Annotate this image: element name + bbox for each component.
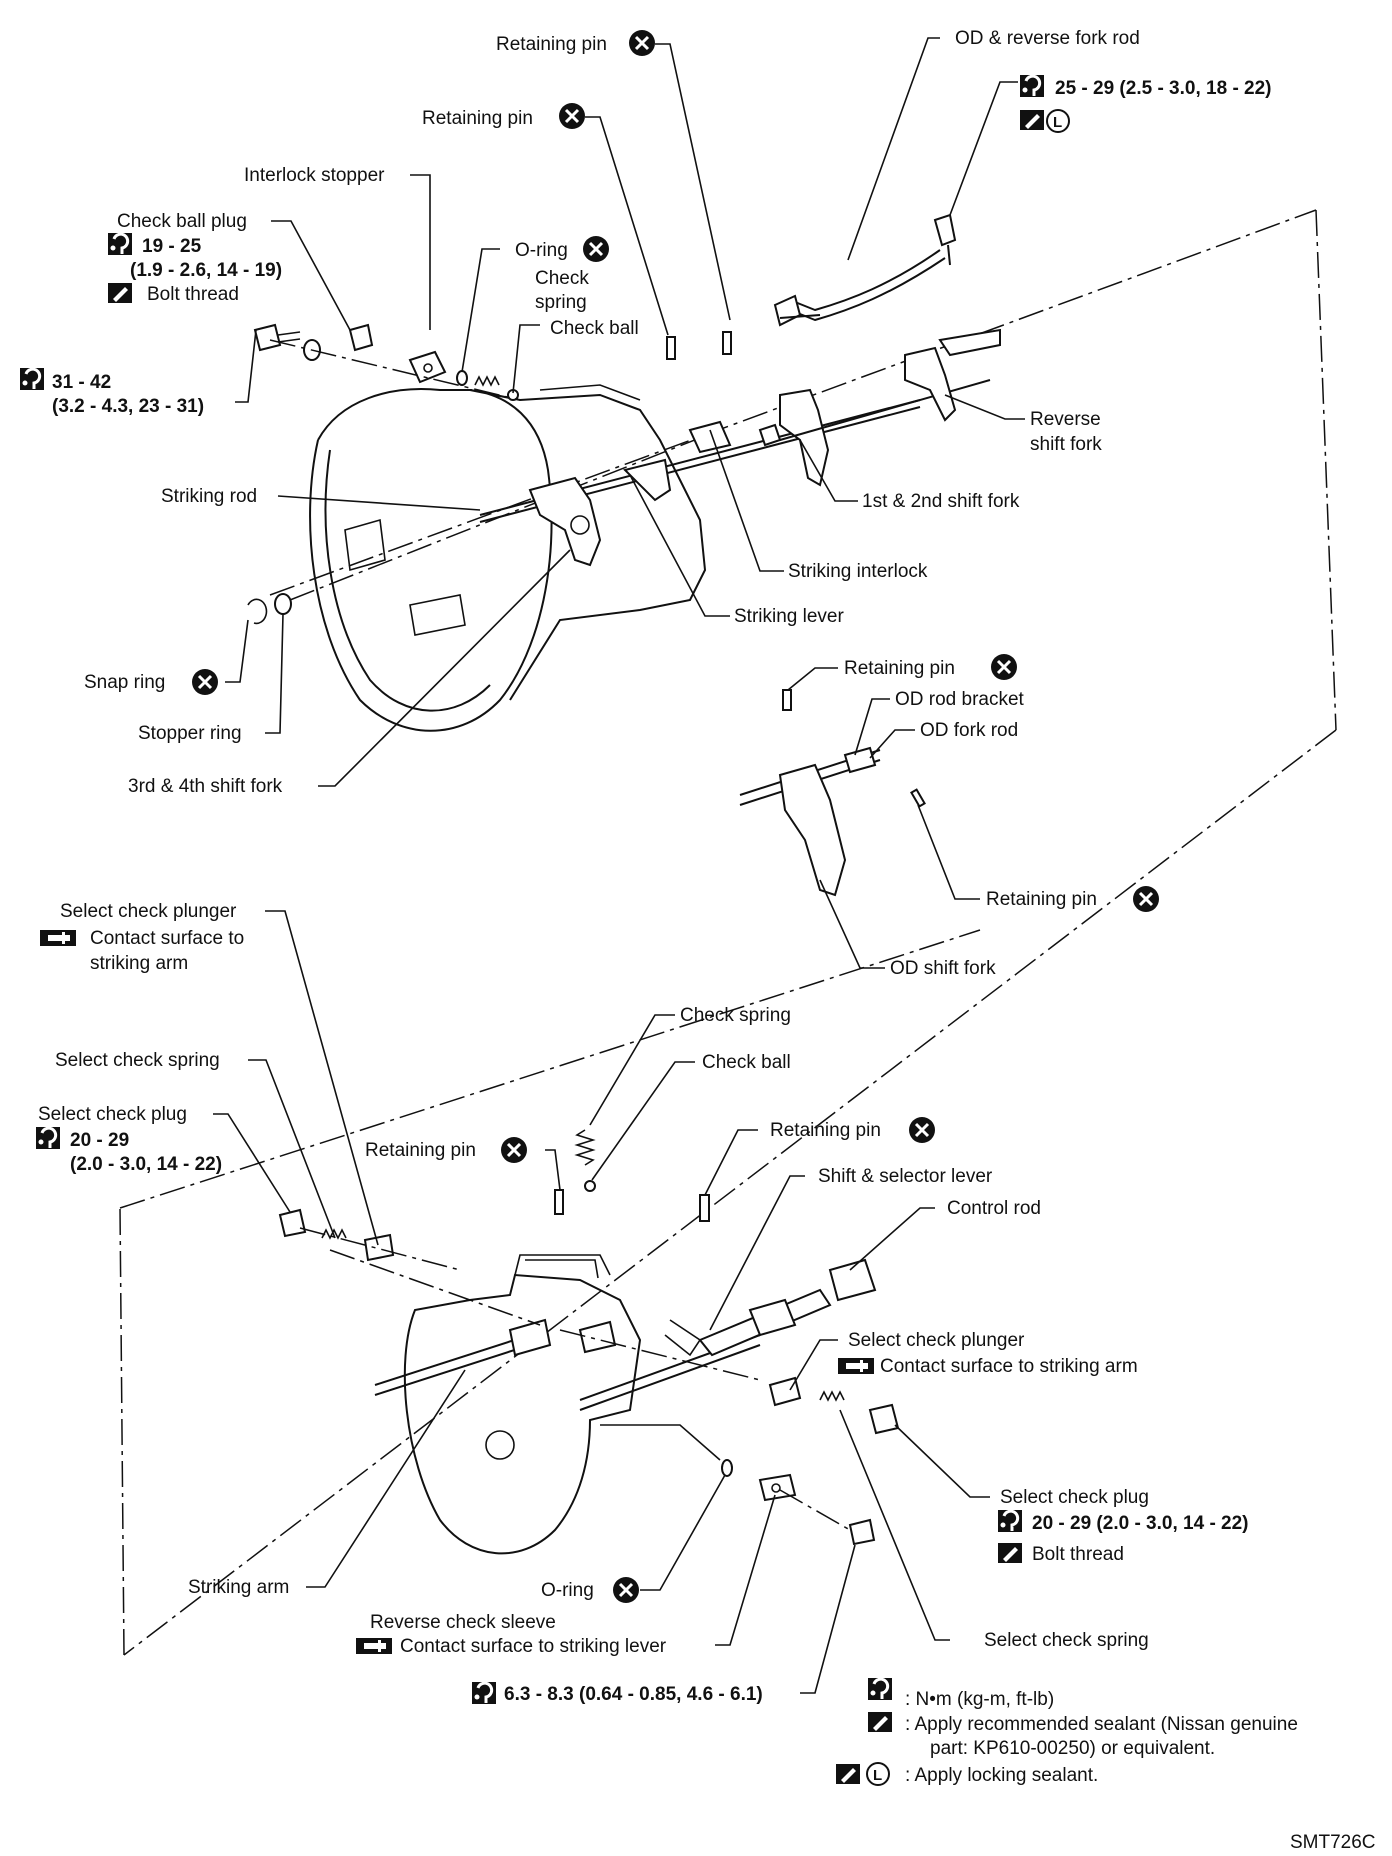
label-shift-selector-lever: Shift & selector lever: [818, 1166, 993, 1187]
label-torque-left2: (3.2 - 4.3, 23 - 31): [52, 396, 204, 417]
od-fork-group: [739, 689, 926, 897]
label-bolt-thread-right: Bolt thread: [1032, 1544, 1124, 1565]
label-striking-interlock: Striking interlock: [788, 561, 928, 582]
upper-shift-rods: [479, 213, 1001, 567]
label-reverse-check-sleeve: Reverse check sleeve: [370, 1612, 556, 1633]
replace-x-circle-icon: [190, 667, 220, 697]
label-reverse-shift-fork-1: Reverse: [1030, 409, 1101, 430]
control-rod-assembly: [664, 1194, 877, 1357]
label-select-plug-torque1: 20 - 29: [70, 1130, 129, 1151]
grease-apply-icon: [356, 1638, 392, 1654]
replace-x-circle-icon: [581, 234, 611, 264]
label-check-ball-top: Check ball: [550, 318, 639, 339]
sealant-tube-icon: [998, 1543, 1022, 1563]
sealant-tube-icon: [1020, 110, 1044, 130]
replace-x-circle-icon: [1131, 884, 1161, 914]
label-striking-rod: Striking rod: [161, 486, 257, 507]
label-select-check-plunger-right: Select check plunger: [848, 1330, 1025, 1351]
label-retaining-pin-mid2: Retaining pin: [986, 889, 1097, 910]
label-striking-lever: Striking lever: [734, 606, 844, 627]
torque-wrench-icon: [34, 1125, 62, 1151]
label-check-ball-plug-torque1: 19 - 25: [142, 236, 202, 257]
label-striking-arm: Striking arm: [188, 1577, 289, 1598]
legend-torque: : N•m (kg-m, ft-lb): [905, 1689, 1054, 1710]
label-oring-low: O-ring: [541, 1580, 594, 1601]
label-torque-bottom: 6.3 - 8.3 (0.64 - 0.85, 4.6 - 6.1): [504, 1684, 763, 1705]
label-torque-left1: 31 - 42: [52, 372, 111, 393]
label-first-second-fork: 1st & 2nd shift fork: [862, 491, 1020, 512]
label-select-plug-right-torque: 20 - 29 (2.0 - 3.0, 14 - 22): [1032, 1513, 1249, 1534]
torque-wrench-icon: [106, 231, 134, 257]
replace-x-circle-icon: [557, 101, 587, 131]
label-interlock-stopper: Interlock stopper: [244, 165, 385, 186]
label-select-plug-torque2: (2.0 - 3.0, 14 - 22): [70, 1154, 222, 1175]
label-check-ball-plug-torque2: (1.9 - 2.6, 14 - 19): [130, 260, 282, 281]
label-check-spring-top-1: Check: [535, 268, 589, 289]
label-retaining-pin-top2: Retaining pin: [422, 108, 533, 129]
label-torque-top: 25 - 29 (2.5 - 3.0, 18 - 22): [1055, 78, 1272, 99]
locking-sealant-L-icon: [866, 1762, 890, 1786]
legend-locking: : Apply locking sealant.: [905, 1765, 1098, 1786]
label-check-spring-top-2: spring: [535, 292, 587, 313]
part-labels: Retaining pin Retaining pin OD & reverse…: [18, 28, 1272, 1706]
label-retaining-pin-low1: Retaining pin: [365, 1140, 476, 1161]
label-select-check-spring-left: Select check spring: [55, 1050, 220, 1071]
label-stopper-ring: Stopper ring: [138, 723, 242, 744]
leader-lines: [213, 37, 1025, 1694]
label-contact-surface-arm-1: Contact surface to: [90, 928, 244, 949]
legend-sealant-1: : Apply recommended sealant (Nissan genu…: [905, 1714, 1298, 1735]
replace-x-circle-icon: [499, 1135, 529, 1165]
upper-transmission-case: [289, 384, 721, 732]
label-control-rod: Control rod: [947, 1198, 1041, 1219]
torque-wrench-icon: [866, 1676, 894, 1702]
label-third-fourth-fork: 3rd & 4th shift fork: [128, 776, 283, 797]
torque-wrench-icon: [18, 366, 46, 392]
label-retaining-pin-top1: Retaining pin: [496, 34, 607, 55]
replace-x-circle-icon: [907, 1115, 937, 1145]
replace-x-circle-icon: [989, 652, 1019, 682]
label-select-check-plug-left: Select check plug: [38, 1104, 187, 1125]
label-contact-surface-lever: Contact surface to striking lever: [400, 1636, 667, 1657]
upper-left-parts: [247, 323, 521, 625]
label-od-reverse-fork-rod: OD & reverse fork rod: [955, 28, 1140, 49]
locking-sealant-L-icon: [1046, 109, 1070, 133]
label-bolt-thread-top: Bolt thread: [147, 284, 239, 305]
lower-right-parts: [721, 1376, 900, 1546]
label-select-check-plunger-top: Select check plunger: [60, 901, 237, 922]
label-od-fork-rod: OD fork rod: [920, 720, 1018, 741]
legend-sealant-2: part: KP610-00250) or equivalent.: [930, 1738, 1215, 1759]
label-od-rod-bracket: OD rod bracket: [895, 689, 1025, 710]
label-check-spring-low: Check spring: [680, 1005, 791, 1026]
torque-wrench-icon: [996, 1508, 1024, 1534]
label-reverse-shift-fork-2: shift fork: [1030, 434, 1102, 455]
label-od-shift-fork: OD shift fork: [890, 958, 996, 979]
sealant-tube-icon: [868, 1712, 892, 1732]
grease-apply-icon: [838, 1358, 874, 1374]
lower-transmission-case: [329, 1249, 761, 1555]
label-oring-top: O-ring: [515, 240, 568, 261]
replace-x-circle-icon: [611, 1575, 641, 1605]
sealant-tube-icon: [108, 283, 132, 303]
label-check-ball-low: Check ball: [702, 1052, 791, 1073]
label-retaining-pin-mid1: Retaining pin: [844, 658, 955, 679]
section-frame: [119, 209, 1337, 1656]
symbol-legend: : N•m (kg-m, ft-lb) : Apply recommended …: [836, 1676, 1298, 1786]
grease-apply-icon: [40, 930, 76, 946]
label-check-ball-plug: Check ball plug: [117, 211, 247, 232]
label-contact-surface-arm-right: Contact surface to striking arm: [880, 1356, 1138, 1377]
label-select-check-plug-right: Select check plug: [1000, 1487, 1149, 1508]
replace-x-circle-icon: [627, 28, 657, 58]
torque-wrench-icon: [1018, 73, 1046, 99]
label-contact-surface-arm-2: striking arm: [90, 953, 188, 974]
torque-wrench-icon: [470, 1680, 498, 1706]
lower-left-parts: [278, 1129, 596, 1271]
label-select-check-spring-right: Select check spring: [984, 1630, 1149, 1651]
figure-id: SMT726C: [1290, 1832, 1376, 1853]
label-snap-ring: Snap ring: [84, 672, 165, 693]
label-retaining-pin-low2: Retaining pin: [770, 1120, 881, 1141]
sealant-tube-icon: [836, 1764, 860, 1784]
